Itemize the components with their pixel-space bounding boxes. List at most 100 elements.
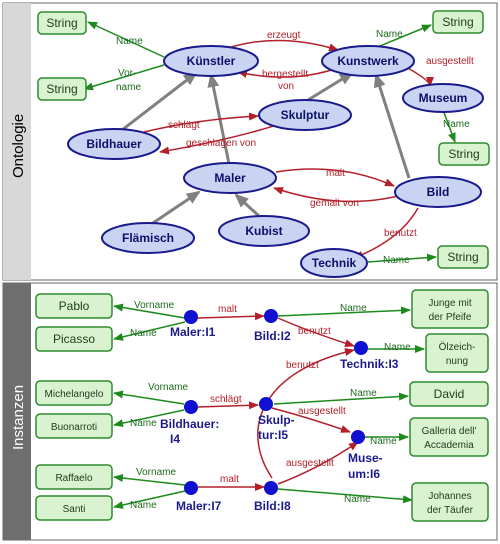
- bild-kunstwerk-edge: [373, 73, 411, 179]
- inst-bildhauer-i4-label-2: I4: [170, 432, 180, 446]
- inst-ausgestellt-2-edge: [277, 441, 359, 485]
- class-bild-label: Bild: [427, 185, 450, 199]
- class-skulptur-node: [258, 99, 352, 131]
- inst-literal-michelangelo: [35, 380, 113, 406]
- inst-maler-i1-label: Maler:I1: [170, 325, 216, 339]
- literal-string-4: [438, 142, 490, 166]
- inst-ausgestellt-1-edge: [271, 407, 351, 433]
- inst-label-name-2: Name: [340, 303, 367, 314]
- edge-label-malt: malt: [326, 168, 345, 179]
- inst-label-name-1: Name: [130, 328, 157, 339]
- inst-label-ausgestellt-1: ausgestellt: [298, 406, 346, 417]
- inst-literal-raffaelo: [35, 464, 113, 490]
- inst-label-vorname-1: Vorname: [134, 300, 174, 311]
- instance-node-labels: Maler:I1 Bild:I2 Technik:I3 Bildhauer: I…: [160, 325, 399, 513]
- name-edge: [87, 21, 165, 58]
- literal-string-1-label: String: [46, 16, 77, 30]
- inst-literal-santi-label: Santi: [63, 504, 86, 515]
- inst-literal-santi: [35, 495, 113, 521]
- inst-label-vorname-4: Vorname: [148, 382, 188, 393]
- hergestellt-edge: [237, 67, 339, 78]
- inst-literal-oelzeichnung-label-1: Ölzeich-: [439, 341, 476, 353]
- instance-relation-edges: [197, 312, 359, 491]
- inst-bild-i8-label: Bild:I8: [254, 499, 291, 513]
- inst-label-name-5: Name: [350, 388, 377, 399]
- edge-label-technik-name: Name: [383, 255, 410, 266]
- inst-label-name-7: Name: [130, 500, 157, 511]
- inst-bildhauer-i4-dot: [184, 400, 198, 414]
- inst-literal-buonarroti-label: Buonarroti: [51, 422, 97, 433]
- inst-literal-oelzeichnung: [425, 333, 489, 373]
- inst-maler-i7-label: Maler:I7: [176, 499, 222, 513]
- inst-literal-johannes-label-2: der Täufer: [427, 505, 474, 516]
- instances-section-label: Instanzen: [10, 385, 27, 450]
- inst-name-7-edge: [113, 490, 186, 509]
- vorname-edge: [83, 64, 165, 91]
- class-bild-node: [394, 176, 482, 208]
- class-technik-label: Technik: [312, 256, 357, 270]
- inst-literal-johannes-label-1: Johannes: [428, 491, 471, 502]
- skulptur-kunstwerk-edge: [307, 71, 354, 102]
- ontology-section-label: Ontologie: [10, 114, 27, 178]
- schlaegt-edge: [135, 112, 259, 135]
- inst-benutzt-1-edge: [277, 317, 355, 348]
- inst-literal-david-label: David: [434, 387, 465, 401]
- bildhauer-kuenstler-edge: [121, 71, 198, 132]
- inst-bildhauer-i4-label-1: Bildhauer:: [160, 417, 219, 431]
- flaemisch-maler-edge: [149, 190, 201, 227]
- inst-literal-pablo-label: Pablo: [59, 299, 90, 313]
- class-museum-label: Museum: [419, 91, 468, 105]
- inst-literal-david: [409, 381, 489, 407]
- edge-label-vorname-1: Vor-: [118, 68, 136, 79]
- inst-label-malt-1: malt: [218, 304, 237, 315]
- inst-label-name-4: Name: [130, 418, 157, 429]
- class-kubist-node: [218, 215, 310, 247]
- class-kunstwerk-node: [321, 45, 415, 77]
- edge-label-erzeugt: erzeugt: [267, 30, 301, 41]
- class-museum-node: [402, 83, 484, 113]
- ontology-edge-labels: Name Vor- name erzeugt hergestellt von N…: [116, 29, 474, 266]
- museum-name-edge: [442, 109, 456, 143]
- instance-nodes: [184, 309, 368, 495]
- literal-string-4-label: String: [448, 147, 479, 161]
- literal-string-2-label: String: [46, 82, 77, 96]
- kubist-maler-edge: [234, 193, 261, 218]
- inst-museum-i6-dot: [351, 430, 365, 444]
- erzeugt-edge: [227, 39, 339, 52]
- inst-vorname-4-edge: [113, 390, 185, 405]
- instances-sidebar: [3, 283, 31, 540]
- class-bildhauer-label: Bildhauer: [86, 137, 142, 151]
- geschlagen-edge: [159, 123, 281, 155]
- class-technik-node: [300, 248, 368, 278]
- inst-schlaegt-edge: [197, 401, 259, 410]
- literal-string-3: [432, 10, 484, 34]
- edge-label-geschlagen: geschlagen von: [186, 138, 256, 149]
- instance-edge-labels: Vorname Name malt Name benutzt Name benu…: [130, 300, 411, 511]
- class-flaemisch-node: [101, 222, 195, 254]
- inst-literal-galleria-label-1: Galleria dell': [422, 426, 477, 437]
- inst-literal-junge: [411, 289, 489, 329]
- ontology-class-nodes: Künstler Kunstwerk Museum Skulptur Bildh…: [67, 45, 484, 278]
- class-kubist-label: Kubist: [245, 224, 282, 238]
- edge-label-benutzt: benutzt: [384, 228, 417, 239]
- inst-literal-galleria-label-2: Accademia: [424, 440, 474, 451]
- edge-label-hergestellt-1: hergestellt: [262, 69, 308, 80]
- edge-label-hergestellt-2: von: [278, 81, 294, 92]
- inst-name-5-edge: [273, 392, 409, 405]
- class-maler-node: [183, 162, 277, 194]
- malt-edge: [275, 168, 395, 187]
- inst-label-benutzt-2: benutzt: [286, 360, 319, 371]
- edge-label-name: Name: [116, 36, 143, 47]
- edge-label-vorname-2: name: [116, 82, 141, 93]
- edge-label-kunstwerk-name: Name: [376, 29, 403, 40]
- class-flaemisch-label: Flämisch: [122, 231, 174, 245]
- technik-name-edge: [367, 253, 437, 263]
- inst-vorname-7-edge: [113, 474, 186, 486]
- inst-literal-pablo: [35, 293, 113, 319]
- inst-label-ausgestellt-2: ausgestellt: [286, 458, 334, 469]
- inst-name-8-edge: [277, 488, 413, 504]
- inst-literal-raffaelo-label: Raffaelo: [55, 473, 93, 484]
- inst-museum-i6-label-2: um:I6: [348, 467, 380, 481]
- inst-literal-galleria: [409, 417, 489, 457]
